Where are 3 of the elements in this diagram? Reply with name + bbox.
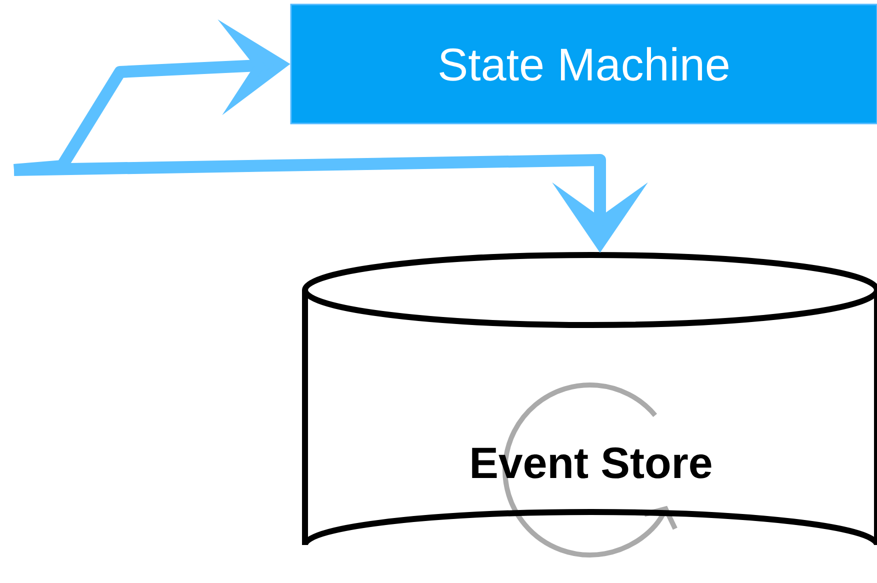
process-box: State Machine [290, 4, 877, 124]
database-cylinder: Event Store [302, 252, 877, 548]
node-label: Event Store [472, 447, 712, 478]
